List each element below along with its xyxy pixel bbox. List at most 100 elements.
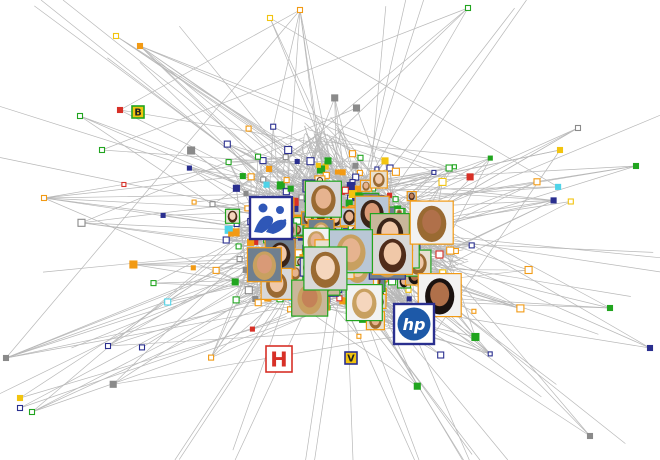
graph-node[interactable] — [231, 278, 239, 286]
graph-node[interactable] — [266, 14, 274, 22]
graph-node[interactable] — [225, 159, 232, 166]
graph-node[interactable] — [341, 186, 349, 194]
graph-node[interactable] — [232, 184, 240, 192]
graph-node[interactable] — [574, 124, 582, 132]
graph-node[interactable] — [284, 145, 293, 155]
graph-node[interactable] — [150, 280, 157, 287]
graph-node[interactable] — [555, 183, 562, 190]
graph-node[interactable] — [40, 194, 48, 202]
graph-node[interactable] — [471, 332, 480, 342]
graph-node[interactable] — [438, 177, 447, 186]
graph-node[interactable] — [352, 162, 359, 169]
graph-node[interactable] — [437, 351, 445, 359]
graph-node[interactable] — [212, 266, 220, 274]
profile-photo-node[interactable] — [369, 170, 388, 189]
graph-node[interactable] — [352, 173, 360, 181]
graph-node[interactable] — [632, 162, 640, 170]
graph-node[interactable] — [348, 150, 357, 158]
profile-photo-node[interactable] — [224, 208, 241, 224]
graph-node[interactable] — [516, 304, 525, 313]
graph-node[interactable] — [339, 169, 346, 176]
graph-node[interactable] — [232, 296, 240, 304]
graph-node[interactable] — [435, 250, 444, 259]
graph-node[interactable] — [243, 190, 249, 197]
graph-node[interactable] — [28, 408, 36, 416]
graph-node[interactable] — [464, 4, 472, 12]
graph-node[interactable] — [77, 218, 86, 227]
graph-node[interactable] — [306, 157, 315, 166]
graph-node[interactable] — [235, 243, 242, 250]
graph-node[interactable] — [451, 164, 457, 170]
graph-node[interactable] — [98, 146, 106, 154]
graph-node[interactable] — [567, 198, 574, 205]
graph-node[interactable] — [487, 351, 493, 357]
small-logo-node[interactable]: H — [265, 345, 293, 373]
graph-node[interactable] — [324, 157, 332, 165]
graph-node[interactable] — [136, 42, 144, 50]
profile-photo-node[interactable] — [371, 233, 414, 275]
graph-node[interactable] — [266, 165, 273, 172]
small-logo-node[interactable]: V — [344, 351, 358, 365]
graph-node[interactable] — [270, 123, 277, 130]
graph-node[interactable] — [646, 344, 654, 352]
graph-node[interactable] — [16, 404, 24, 412]
graph-node[interactable] — [254, 153, 262, 160]
graph-node[interactable] — [186, 165, 192, 171]
graph-node[interactable] — [16, 394, 24, 402]
graph-node[interactable] — [346, 181, 355, 191]
graph-node[interactable] — [112, 32, 120, 40]
small-logo-node[interactable]: B — [131, 105, 145, 119]
graph-node[interactable] — [164, 298, 172, 306]
graph-node[interactable] — [187, 146, 196, 155]
graph-node[interactable] — [129, 260, 138, 269]
graph-node[interactable] — [263, 181, 270, 188]
profile-photo-node[interactable] — [406, 191, 417, 202]
graph-node[interactable] — [471, 308, 477, 314]
community-hub-node[interactable] — [248, 195, 294, 241]
graph-node[interactable] — [391, 167, 400, 176]
graph-node[interactable] — [138, 344, 146, 351]
profile-photo-node[interactable] — [345, 284, 383, 322]
graph-node[interactable] — [392, 196, 399, 203]
graph-node[interactable] — [260, 176, 267, 183]
graph-node[interactable] — [276, 181, 285, 190]
graph-node[interactable] — [239, 173, 246, 180]
graph-node[interactable] — [283, 177, 290, 184]
graph-node[interactable] — [236, 256, 243, 263]
graph-node[interactable] — [466, 173, 474, 181]
graph-node[interactable] — [296, 6, 304, 14]
graph-node[interactable] — [254, 299, 262, 307]
graph-node[interactable] — [76, 112, 84, 120]
graph-node[interactable] — [298, 194, 305, 201]
graph-node[interactable] — [406, 296, 412, 302]
graph-node[interactable] — [287, 185, 294, 192]
graph-node[interactable] — [356, 169, 363, 176]
graph-node[interactable] — [334, 169, 341, 175]
profile-photo-node[interactable] — [246, 247, 282, 283]
profile-photo-node[interactable] — [409, 200, 454, 245]
graph-node[interactable] — [524, 265, 533, 275]
hp-logo-node[interactable]: hp — [392, 302, 436, 346]
graph-node[interactable] — [247, 238, 255, 246]
graph-node[interactable] — [550, 197, 557, 204]
graph-node[interactable] — [357, 154, 364, 161]
graph-node[interactable] — [249, 326, 255, 332]
graph-node[interactable] — [316, 165, 326, 174]
graph-node[interactable] — [223, 140, 231, 148]
graph-node[interactable] — [245, 125, 252, 132]
graph-node[interactable] — [208, 354, 215, 361]
profile-photo-node[interactable] — [303, 246, 348, 291]
graph-node[interactable] — [116, 106, 124, 114]
graph-node[interactable] — [244, 286, 253, 295]
graph-node[interactable] — [468, 242, 475, 249]
graph-node[interactable] — [445, 164, 453, 172]
graph-node[interactable] — [222, 236, 230, 244]
graph-node[interactable] — [294, 158, 300, 165]
graph-node[interactable] — [190, 265, 196, 271]
graph-node[interactable] — [381, 157, 389, 165]
graph-node[interactable] — [356, 333, 362, 339]
profile-photo-node[interactable] — [304, 180, 342, 218]
graph-node[interactable] — [446, 246, 455, 255]
graph-node[interactable] — [109, 380, 117, 388]
graph-node[interactable] — [191, 199, 197, 205]
